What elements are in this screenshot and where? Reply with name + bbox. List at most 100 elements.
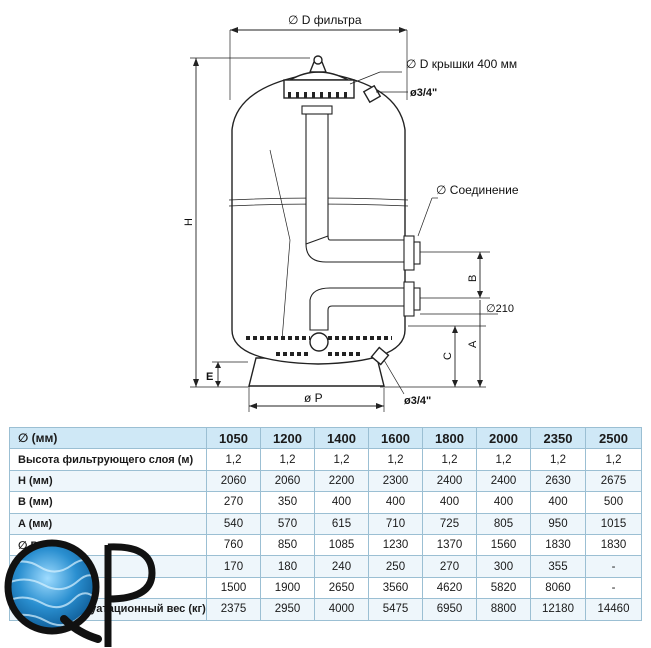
table-cell: 1015 — [585, 512, 642, 535]
b-label: B — [467, 275, 479, 282]
column-header: 1600 — [368, 426, 423, 450]
d-cover-callout: ∅ D крышки 400 мм — [349, 57, 517, 85]
c-dimension: C — [442, 326, 458, 387]
top-port-label: ø3/4" — [410, 87, 437, 99]
column-header: 2500 — [585, 426, 642, 450]
spec-table: ∅ (мм) 1050 1200 1400 1600 1800 2000 235… — [9, 426, 642, 621]
d210-callout: ∅210 — [420, 303, 514, 315]
table-cell: - — [585, 576, 642, 600]
table-cell: 2675 — [585, 469, 642, 493]
table-cell: 2375 — [206, 598, 261, 621]
table-cell: 1,2 — [422, 448, 477, 471]
top-port-callout: ø3/4" — [376, 87, 437, 99]
table-cell: 1900 — [260, 576, 315, 600]
table-cell: 400 — [422, 491, 477, 514]
table-cell: 570 — [260, 512, 315, 535]
table-row: Высота фильтрующего слоя (м) 1,2 1,2 1,2… — [9, 448, 642, 471]
table-cell: 4620 — [422, 576, 477, 600]
table-cell: 1,2 — [260, 448, 315, 471]
qp-logo — [4, 539, 156, 647]
table-cell: 500 — [585, 491, 642, 514]
table-cell: 2200 — [314, 469, 369, 493]
table-cell: 2950 — [260, 598, 315, 621]
table-cell: 2300 — [368, 469, 423, 493]
table-cell: 2060 — [260, 469, 315, 493]
table-cell: 850 — [260, 533, 315, 557]
table-cell: 2630 — [530, 469, 586, 493]
table-cell: 2400 — [476, 469, 531, 493]
table-row: ∅ P (мм) 760 850 1085 1230 1370 1560 183… — [9, 533, 642, 557]
table-cell: 400 — [368, 491, 423, 514]
column-header: 1800 — [422, 426, 477, 450]
bottom-port-callout: ø3/4" — [383, 359, 431, 407]
column-header: 2350 — [530, 426, 586, 450]
header-label: ∅ (мм) — [9, 426, 207, 450]
table-cell: 5820 — [476, 576, 531, 600]
table-cell: 1,2 — [530, 448, 586, 471]
table-row: H (мм) 2060 2060 2200 2300 2400 2400 263… — [9, 469, 642, 493]
filter-tank — [228, 55, 421, 387]
table-cell: 14460 — [585, 598, 642, 621]
connection-callout: ∅ Соединение — [417, 183, 519, 237]
d-cover-label: ∅ D крышки 400 мм — [406, 57, 517, 71]
table-cell: 1830 — [585, 533, 642, 557]
table-cell: 400 — [530, 491, 586, 514]
table-cell: 400 — [314, 491, 369, 514]
d-filter-label: ∅ D фильтра — [288, 13, 362, 27]
table-cell: 400 — [476, 491, 531, 514]
connection-label: ∅ Соединение — [436, 183, 519, 197]
table-cell: - — [585, 555, 642, 578]
h-dimension: H — [183, 57, 310, 388]
table-cell: 170 — [206, 555, 261, 578]
table-cell: 2650 — [314, 576, 369, 600]
a-dimension: A — [380, 300, 486, 388]
d-filter-dimension: ∅ D фильтра — [229, 13, 408, 100]
p-dimension: ø P — [248, 388, 385, 412]
table-row: B (мм) 270 350 400 400 400 400 400 500 — [9, 491, 642, 514]
table-cell: 8800 — [476, 598, 531, 621]
table-cell: 1830 — [530, 533, 586, 557]
e-dimension: E — [206, 361, 248, 387]
table-cell: 270 — [422, 555, 477, 578]
row-label: B (мм) — [9, 491, 207, 514]
table-cell: 350 — [260, 491, 315, 514]
table-row: A (мм) 540 570 615 710 725 805 950 1015 — [9, 512, 642, 535]
table-cell: 6950 — [422, 598, 477, 621]
table-cell: 270 — [206, 491, 261, 514]
column-header: 1050 — [206, 426, 261, 450]
table-cell: 615 — [314, 512, 369, 535]
table-cell: 8060 — [530, 576, 586, 600]
column-header: 1400 — [314, 426, 369, 450]
table-cell: 250 — [368, 555, 423, 578]
table-cell: 300 — [476, 555, 531, 578]
table-cell: 1560 — [476, 533, 531, 557]
row-label: Высота фильтрующего слоя (м) — [9, 448, 207, 471]
table-cell: 2400 — [422, 469, 477, 493]
bottom-port-label: ø3/4" — [404, 395, 431, 407]
table-cell: 5475 — [368, 598, 423, 621]
h-label: H — [183, 218, 195, 226]
table-cell: 1500 — [206, 576, 261, 600]
table-header-row: ∅ (мм) 1050 1200 1400 1600 1800 2000 235… — [9, 426, 642, 450]
laterals — [246, 336, 392, 356]
table-cell: 180 — [260, 555, 315, 578]
cover-bolts — [288, 92, 347, 98]
table-cell: 805 — [476, 512, 531, 535]
b-dimension: B — [420, 251, 490, 299]
table-cell: 725 — [422, 512, 477, 535]
table-cell: 1085 — [314, 533, 369, 557]
table-cell: 3560 — [368, 576, 423, 600]
table-cell: 710 — [368, 512, 423, 535]
table-cell: 12180 — [530, 598, 586, 621]
table-cell: 1370 — [422, 533, 477, 557]
a-label: A — [467, 340, 479, 348]
table-cell: 1,2 — [206, 448, 261, 471]
c-label: C — [442, 352, 454, 360]
table-cell: 2060 — [206, 469, 261, 493]
column-header: 2000 — [476, 426, 531, 450]
table-cell: 760 — [206, 533, 261, 557]
table-cell: 355 — [530, 555, 586, 578]
filter-technical-drawing: ∅ D фильтра H E — [183, 13, 519, 412]
d210-label: ∅210 — [486, 303, 514, 315]
table-cell: 1,2 — [476, 448, 531, 471]
